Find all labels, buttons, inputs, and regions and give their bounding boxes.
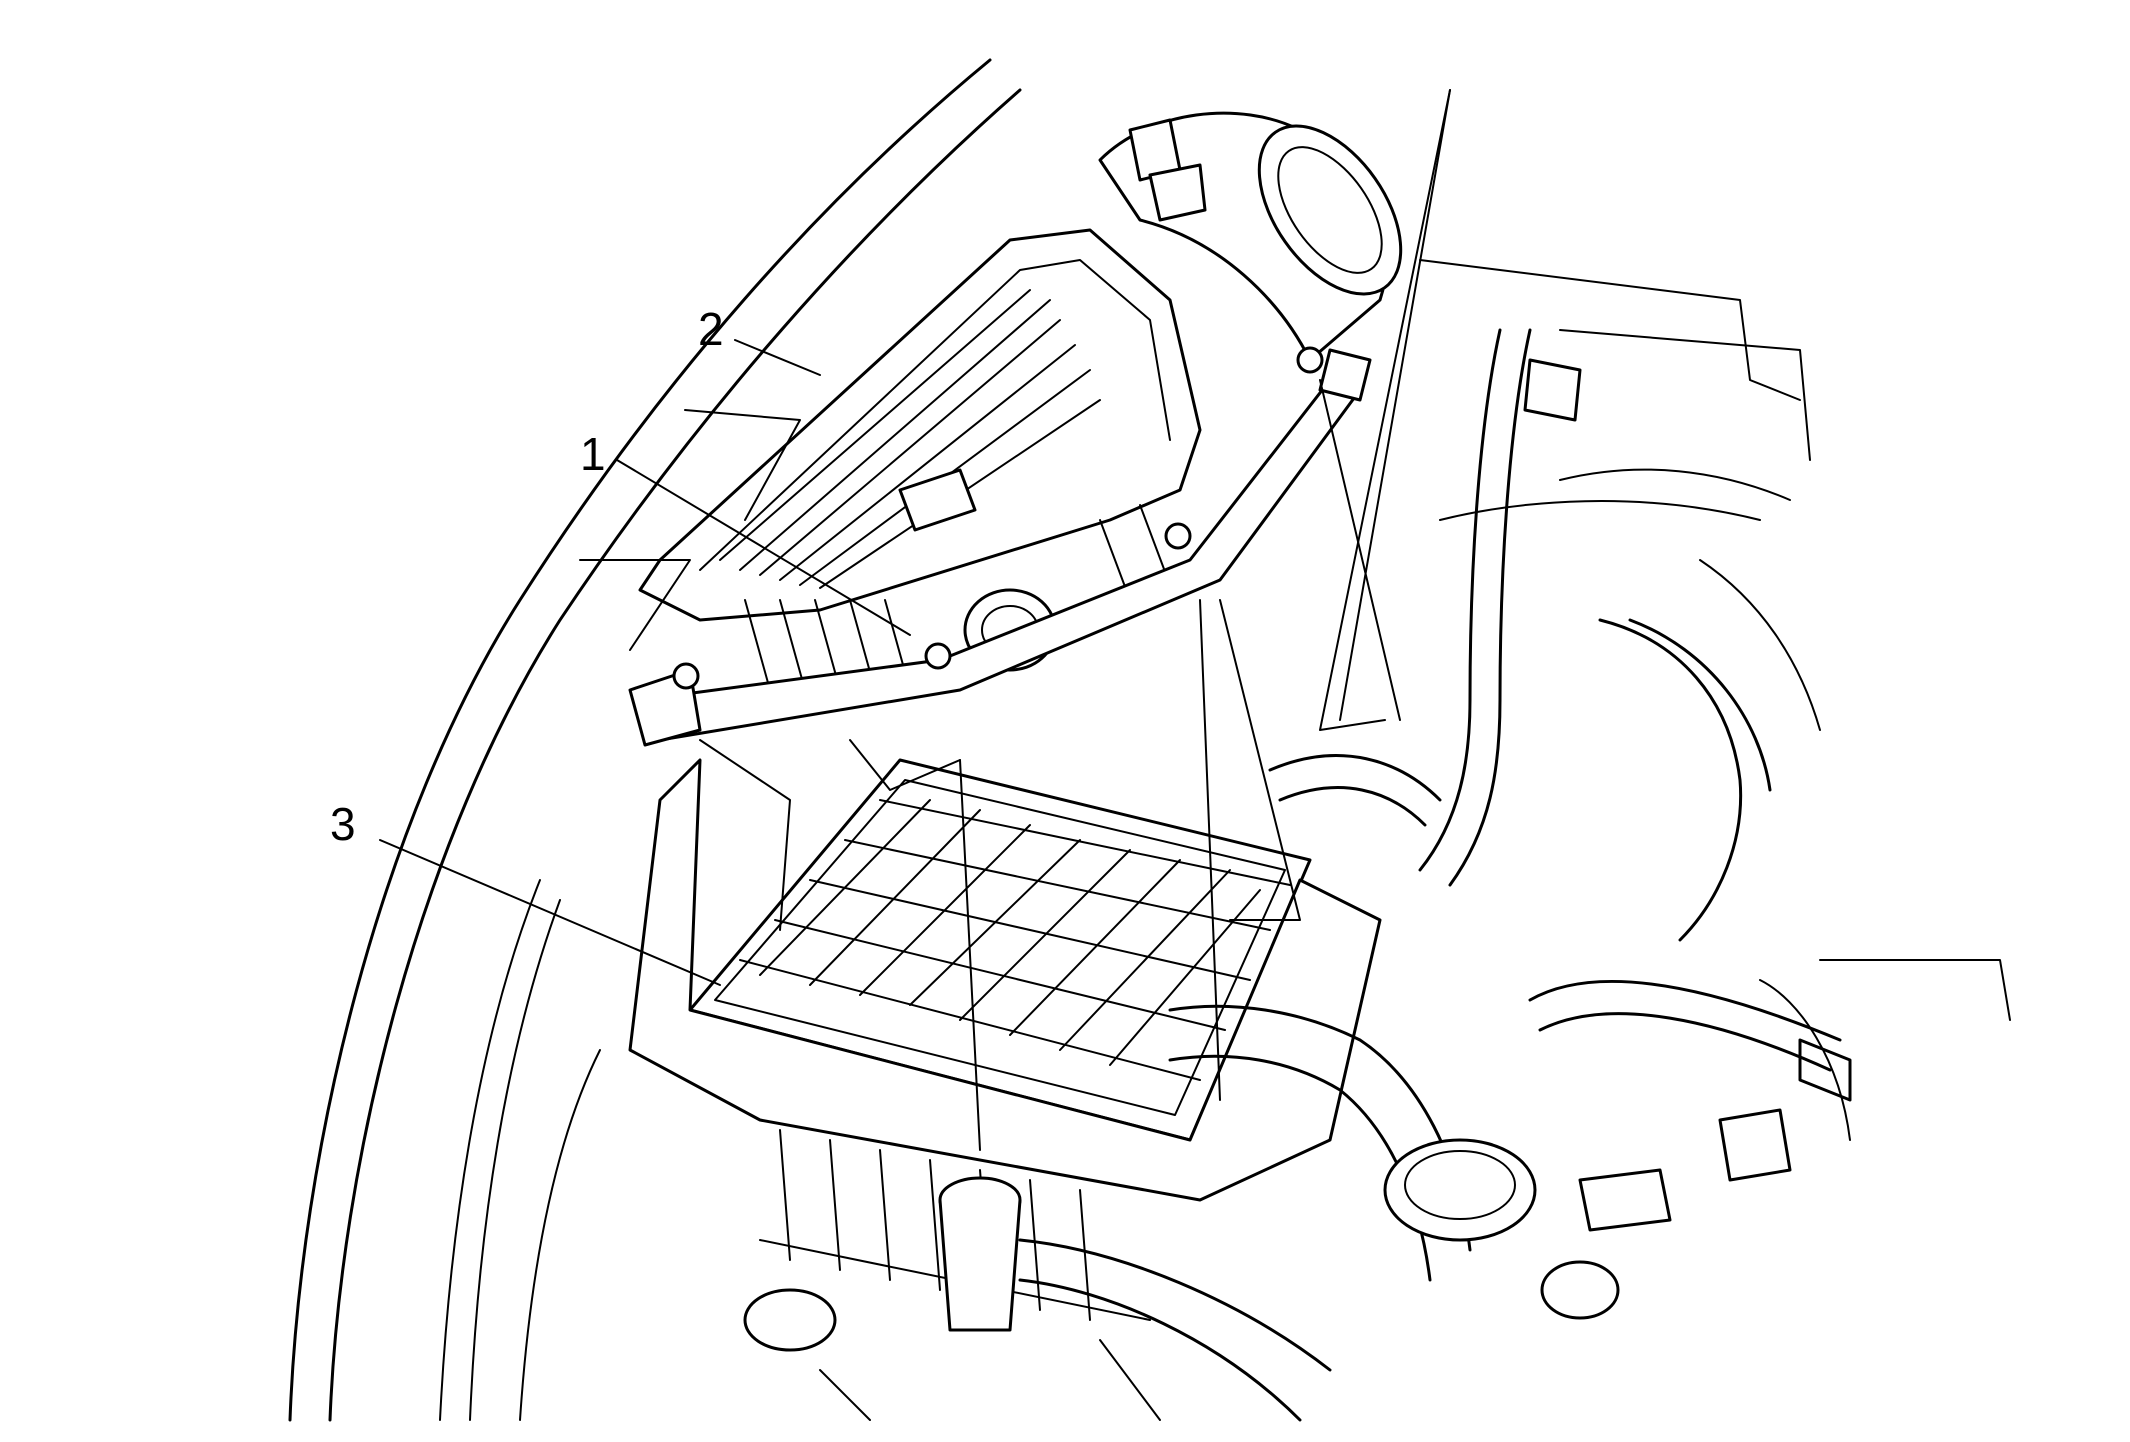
leader-line-2 (734, 339, 821, 376)
engine-components (743, 1108, 1792, 1421)
air-filter (688, 758, 1312, 1142)
callout-arrows (579, 89, 1451, 1151)
fender-edge (288, 58, 1022, 1422)
callout-label-1: 1 (580, 428, 606, 480)
leader-line-3 (379, 839, 721, 986)
leader-lines (379, 339, 911, 986)
lower-housing (628, 758, 1382, 1332)
intake-duct (1098, 111, 1403, 362)
callout-label-2: 2 (698, 303, 724, 355)
engine-bay-background (1419, 259, 2011, 1141)
callout-label-3: 3 (330, 798, 356, 850)
bracket-bar (628, 346, 1372, 747)
leader-line-1 (616, 459, 911, 636)
